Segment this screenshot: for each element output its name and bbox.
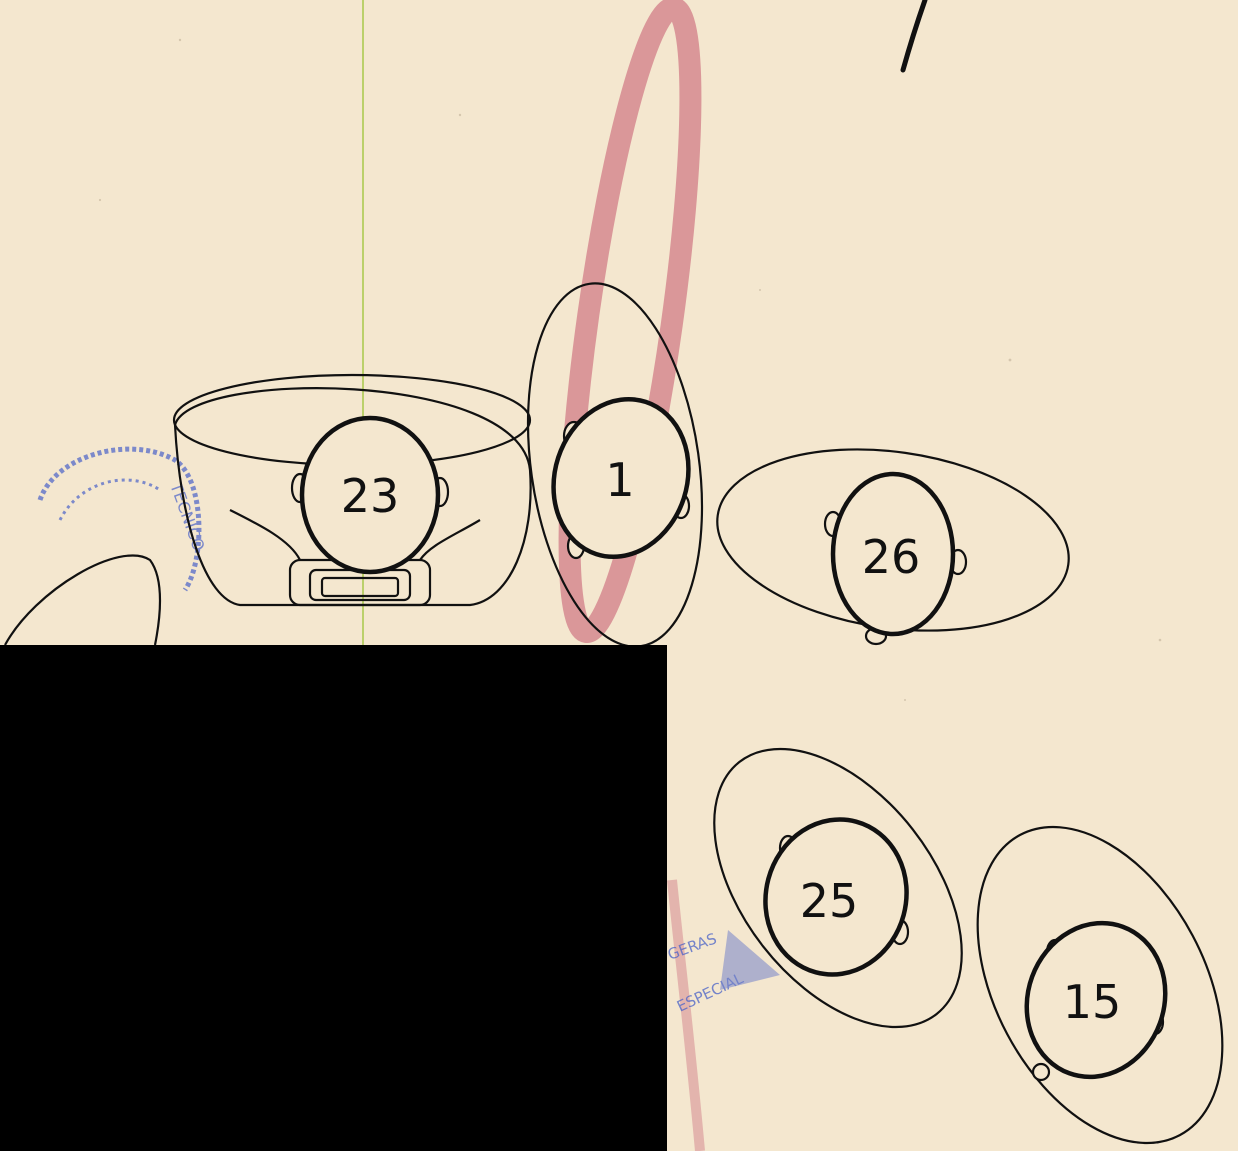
figure-26: 26 bbox=[705, 428, 1080, 652]
figure-15: 15 bbox=[927, 786, 1238, 1151]
figure-25: 25 bbox=[665, 703, 1012, 1072]
ink-slash-mark bbox=[903, 0, 925, 70]
figure-15-label: 15 bbox=[1063, 975, 1122, 1029]
redaction-block bbox=[0, 645, 667, 1151]
figure-25-label: 25 bbox=[800, 874, 859, 928]
partial-oval-left bbox=[5, 556, 160, 645]
figure-26-label: 26 bbox=[862, 530, 921, 584]
figure-1-label: 1 bbox=[605, 453, 634, 507]
figure-23-label: 23 bbox=[341, 469, 400, 523]
blue-stamp-left: TECNICO bbox=[40, 449, 209, 590]
figure-23: 23 bbox=[174, 375, 531, 605]
